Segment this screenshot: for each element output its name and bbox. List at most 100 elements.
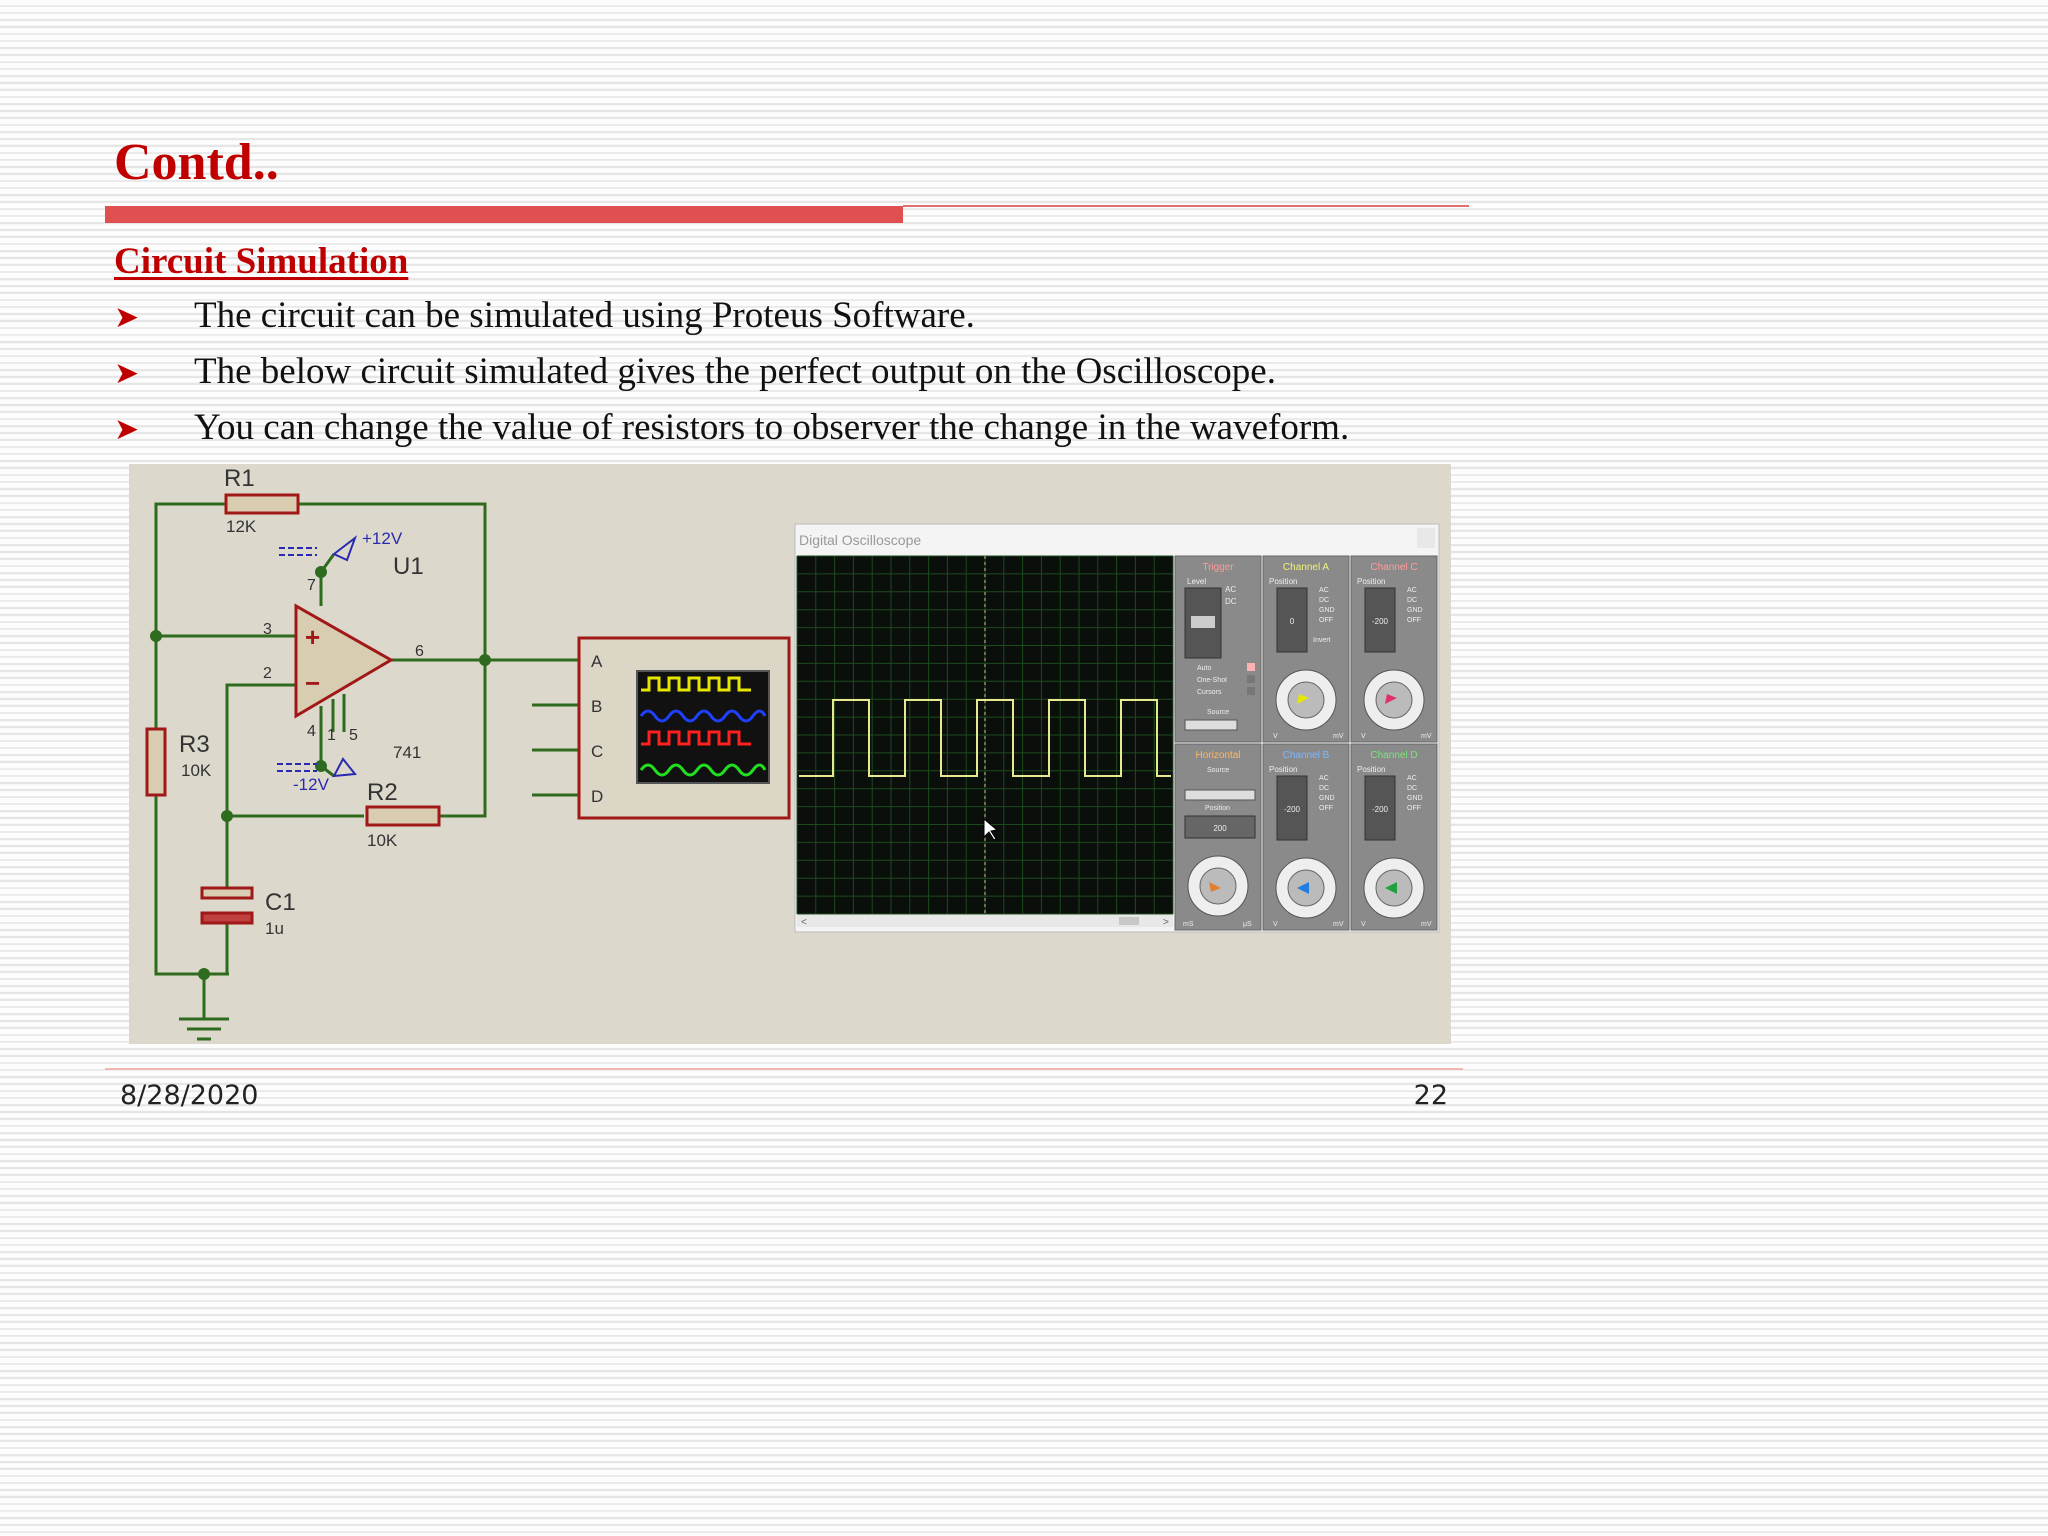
channel-c-off[interactable]: OFF <box>1407 617 1421 624</box>
one-shot-option[interactable]: One-Shot <box>1197 677 1227 684</box>
resistor-r2 <box>365 805 441 827</box>
channel-d-off[interactable]: OFF <box>1407 805 1421 812</box>
opamp-plus-sign: + <box>305 622 320 652</box>
cursors-toggle[interactable] <box>1247 687 1255 695</box>
channel-d-gnd[interactable]: GND <box>1407 795 1423 802</box>
scroll-left-icon[interactable]: < <box>801 917 807 928</box>
timebase-ms-unit: mS <box>1183 921 1194 928</box>
channel-b-off[interactable]: OFF <box>1319 805 1333 812</box>
r3-label: R3 <box>179 731 210 758</box>
opamp-u1 <box>294 603 394 719</box>
opamp-minus-sign: − <box>305 668 320 698</box>
channel-a-panel: Channel A Position 0 AC DC GND OFF Inver… <box>1262 555 1350 743</box>
footer-divider <box>105 1068 1463 1070</box>
channel-a-dc[interactable]: DC <box>1319 597 1329 604</box>
c1-label: C1 <box>265 889 296 916</box>
auto-option[interactable]: Auto <box>1197 665 1212 672</box>
channel-c-position-value: -200 <box>1372 617 1389 626</box>
oscilloscope-symbol: A B C D <box>577 636 791 820</box>
bullet-list: ➤ The circuit can be simulated using Pro… <box>114 294 1554 462</box>
one-shot-toggle[interactable] <box>1247 675 1255 683</box>
channel-b-position-label: Position <box>1269 765 1297 774</box>
pin-6-label: 6 <box>415 643 424 660</box>
channel-d-v-unit: V <box>1361 921 1366 928</box>
channel-d-position-label: Position <box>1357 765 1385 774</box>
channel-c-panel: Channel C Position -200 AC DC GND OFF V … <box>1350 555 1438 743</box>
channel-b-mv-unit: mV <box>1333 921 1344 928</box>
trigger-dc-label: DC <box>1225 597 1237 606</box>
junction-dots <box>150 566 491 980</box>
channel-a-panel-title: Channel A <box>1283 562 1329 573</box>
auto-toggle[interactable] <box>1247 663 1255 671</box>
channel-c-position-dial[interactable] <box>1364 587 1396 653</box>
channel-b-position-dial[interactable] <box>1276 775 1308 841</box>
arrow-bullet-icon: ➤ <box>114 357 140 390</box>
scope-grid <box>796 555 1174 915</box>
channel-b-ac[interactable]: AC <box>1319 775 1329 782</box>
channel-c-ac[interactable]: AC <box>1407 587 1417 594</box>
bullet-item: ➤ You can change the value of resistors … <box>114 406 1554 462</box>
channel-b-gnd[interactable]: GND <box>1319 795 1335 802</box>
bullet-item: ➤ The circuit can be simulated using Pro… <box>114 294 1554 350</box>
channel-c-v-unit: V <box>1361 733 1366 740</box>
cursors-option[interactable]: Cursors <box>1197 689 1222 696</box>
footer-date: 8/28/2020 <box>120 1080 259 1111</box>
supply-positive-icon <box>279 535 358 562</box>
channel-d-ac[interactable]: AC <box>1407 775 1417 782</box>
channel-a-position-dial[interactable] <box>1276 587 1308 653</box>
channel-c-dc[interactable]: DC <box>1407 597 1417 604</box>
scrollbar-thumb[interactable] <box>1119 917 1139 925</box>
supply-positive-label: +12V <box>362 529 403 548</box>
bullet-text: The circuit can be simulated using Prote… <box>194 295 975 336</box>
channel-a-position-label: Position <box>1269 577 1297 586</box>
horizontal-position-dial[interactable] <box>1184 815 1256 839</box>
capacitor-c1 <box>200 886 254 925</box>
window-close-button[interactable] <box>1417 528 1435 548</box>
pin-3-label: 3 <box>263 621 272 638</box>
horizontal-source-slider[interactable] <box>1184 789 1256 801</box>
slide-title: Contd.. <box>114 134 279 191</box>
channel-b-label: B <box>591 697 602 716</box>
channel-c-gnd[interactable]: GND <box>1407 607 1423 614</box>
channel-d-position-value: -200 <box>1372 805 1389 814</box>
bullet-text: The below circuit simulated gives the pe… <box>194 351 1276 392</box>
trigger-source-slider[interactable] <box>1184 719 1238 731</box>
resistor-r3 <box>145 727 167 797</box>
channel-d-position-dial[interactable] <box>1364 775 1396 841</box>
channel-d-panel-title: Channel D <box>1370 750 1417 761</box>
trigger-source-label: Source <box>1207 709 1229 716</box>
channel-b-position-value: -200 <box>1284 805 1301 814</box>
channel-c-mv-unit: mV <box>1421 733 1432 740</box>
r1-value: 12K <box>226 517 257 536</box>
pin-1-label: 1 <box>327 727 336 744</box>
channel-a-gnd[interactable]: GND <box>1319 607 1335 614</box>
horizontal-position-value: 200 <box>1213 824 1227 833</box>
window-title: Digital Oscilloscope <box>799 532 921 548</box>
opamp-part-label: 741 <box>393 743 421 762</box>
mini-scope-waves <box>639 676 767 777</box>
bullet-text: You can change the value of resistors to… <box>194 407 1350 448</box>
level-slider-thumb[interactable] <box>1191 616 1215 628</box>
horizontal-panel-title: Horizontal <box>1195 750 1240 761</box>
channel-d-dc[interactable]: DC <box>1407 785 1417 792</box>
channel-a-ac[interactable]: AC <box>1319 587 1329 594</box>
scroll-right-icon[interactable]: > <box>1163 917 1169 928</box>
trigger-panel-title: Trigger <box>1202 562 1234 573</box>
page-number: 22 <box>1413 1080 1448 1111</box>
supply-negative-label: -12V <box>293 775 330 794</box>
trigger-ac-label: AC <box>1225 585 1236 594</box>
pin-4-label: 4 <box>307 723 316 740</box>
channel-b-dc[interactable]: DC <box>1319 785 1329 792</box>
channel-b-panel-title: Channel B <box>1283 750 1330 761</box>
r2-label: R2 <box>367 779 398 806</box>
section-heading: Circuit Simulation <box>114 241 409 282</box>
scope-scrollbar[interactable] <box>797 915 1173 927</box>
c1-value: 1u <box>265 919 284 938</box>
channel-a-v-unit: V <box>1273 733 1278 740</box>
channel-a-mv-unit: mV <box>1333 733 1344 740</box>
channel-a-off[interactable]: OFF <box>1319 617 1333 624</box>
channel-a-label: A <box>591 652 603 671</box>
r3-value: 10K <box>181 761 212 780</box>
u1-label: U1 <box>393 553 424 580</box>
horizontal-source-label: Source <box>1207 767 1229 774</box>
